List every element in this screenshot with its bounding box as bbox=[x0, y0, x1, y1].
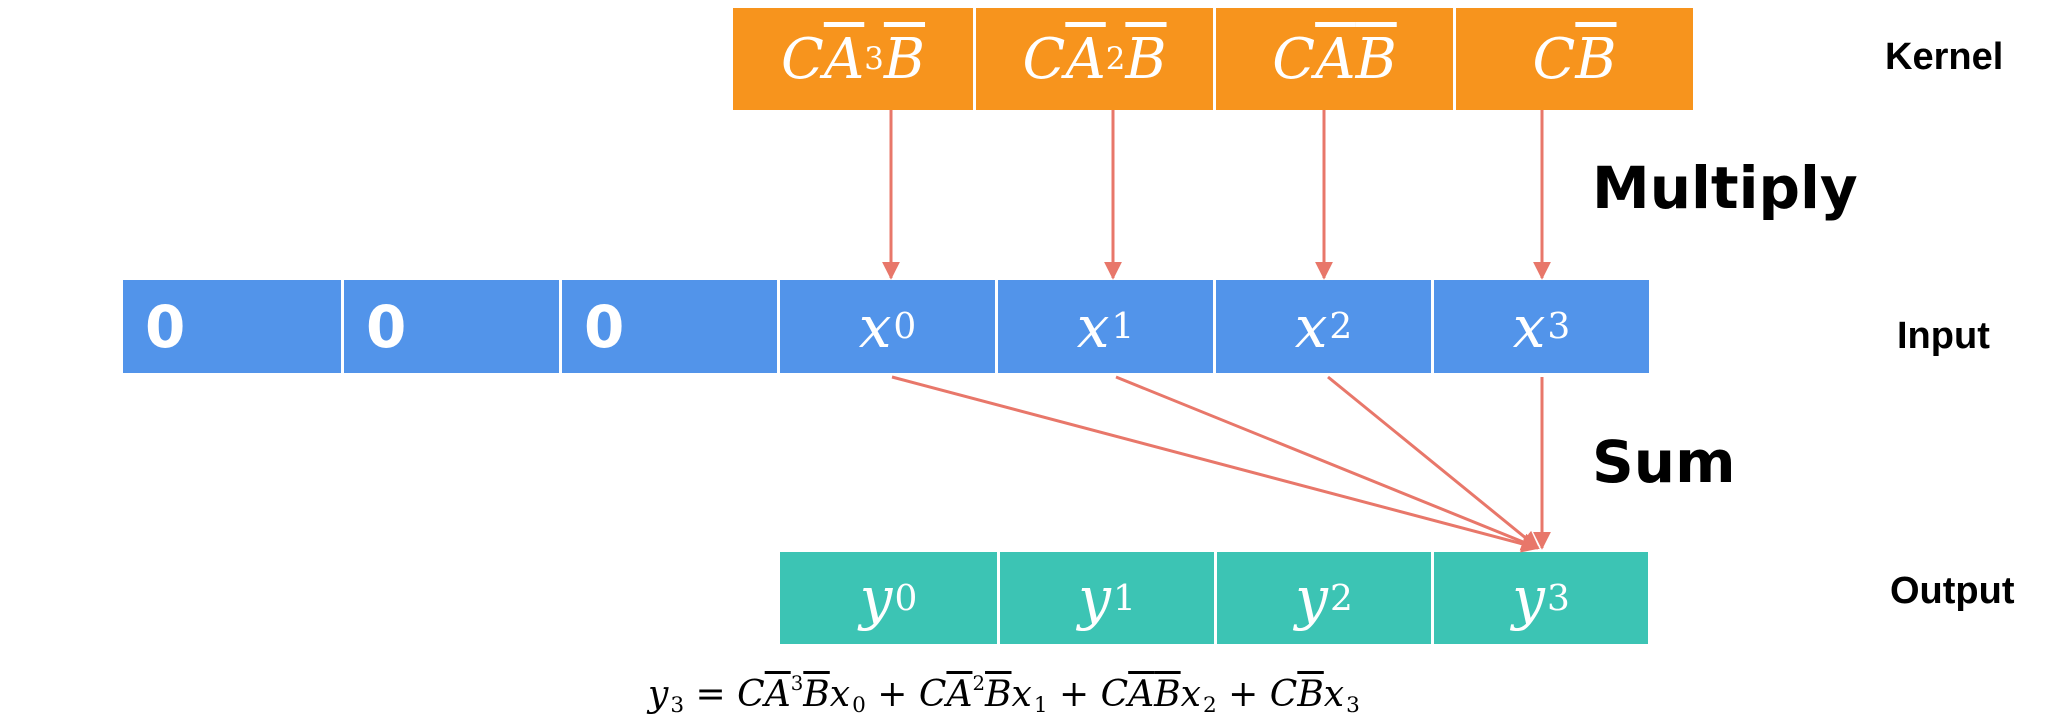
formula-lhs-symbol: y bbox=[648, 673, 669, 715]
sum-label: Sum bbox=[1592, 428, 1736, 496]
sum-arrow bbox=[1115, 375, 1540, 551]
formula-term: CA3Bx0 bbox=[737, 672, 866, 719]
input-zero-cell: 0 bbox=[559, 280, 777, 373]
formula-term: CA2Bx1 bbox=[918, 672, 1048, 719]
output-index: 3 bbox=[1546, 577, 1570, 619]
formula-plus: + bbox=[865, 673, 919, 715]
input-symbol: x bbox=[1512, 292, 1546, 361]
kernel-base: C bbox=[780, 26, 824, 92]
output-index: 2 bbox=[1329, 577, 1353, 619]
output-index: 1 bbox=[1112, 577, 1136, 619]
input-label: Input bbox=[1897, 315, 1990, 357]
output-label: Output bbox=[1890, 570, 2015, 612]
input-zero-cell: 0 bbox=[123, 280, 341, 373]
input-index: 1 bbox=[1111, 306, 1135, 347]
kernel-power: 2 bbox=[1105, 41, 1126, 77]
input-index: 3 bbox=[1547, 306, 1571, 347]
multiply-label: Multiply bbox=[1592, 154, 1858, 222]
kernel-vector: B bbox=[1355, 26, 1397, 92]
input-index: 2 bbox=[1329, 306, 1353, 347]
kernel-base: C bbox=[1022, 26, 1066, 92]
output-symbol: y bbox=[1295, 564, 1328, 632]
input-index: 0 bbox=[893, 306, 917, 347]
output-index: 0 bbox=[894, 577, 918, 619]
kernel-power: 3 bbox=[864, 41, 884, 77]
formula-equals: = bbox=[684, 673, 738, 715]
formula-term: CBx3 bbox=[1269, 673, 1360, 719]
output-symbol: y bbox=[1512, 564, 1545, 632]
formula-lhs-index: 3 bbox=[670, 693, 685, 719]
kernel-matrix: A bbox=[823, 26, 865, 92]
output-symbol: y bbox=[859, 564, 893, 632]
kernel-vector: B bbox=[1575, 26, 1617, 92]
kernel-base: C bbox=[1532, 26, 1576, 92]
input-symbol: x bbox=[1294, 292, 1328, 361]
kernel-matrix: A bbox=[1065, 26, 1106, 92]
input-symbol: x bbox=[1076, 292, 1110, 361]
output-formula: y3 = CA3Bx0 + CA2Bx1 + CABx2 + CBx3 bbox=[648, 672, 1360, 718]
formula-term: CABx2 bbox=[1100, 673, 1217, 719]
kernel-vector: B bbox=[1125, 26, 1167, 92]
kernel-label: Kernel bbox=[1885, 36, 2004, 78]
kernel-vector: B bbox=[883, 26, 926, 92]
kernel-base: C bbox=[1272, 26, 1316, 92]
formula-plus: + bbox=[1216, 673, 1270, 715]
output-symbol: y bbox=[1078, 564, 1111, 632]
kernel-matrix: A bbox=[1315, 26, 1356, 92]
sum-arrow bbox=[891, 375, 1540, 553]
input-symbol: x bbox=[858, 292, 892, 361]
formula-plus: + bbox=[1047, 673, 1101, 715]
input-zero-cell: 0 bbox=[341, 280, 559, 373]
sum-arrow bbox=[1327, 375, 1540, 550]
